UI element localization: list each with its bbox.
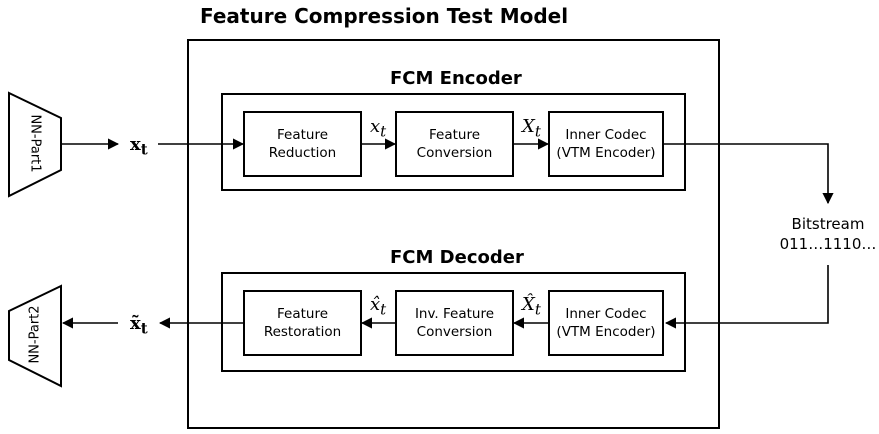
inv-conversion-line1: Inv. Feature	[414, 306, 495, 322]
converted-feature-signal: Xt	[522, 116, 541, 141]
feature-restoration-line1: Feature	[276, 306, 328, 322]
input-feature-signal: xt	[130, 134, 148, 159]
encoder-label: FCM Encoder	[390, 68, 522, 89]
output-signal-symbol: x̃	[130, 313, 141, 334]
restored-signal-symbol: x̂	[370, 294, 381, 315]
bitstream-bits: 011…1110…	[779, 235, 877, 253]
encoder-group	[221, 93, 686, 191]
feature-conversion-line2: Conversion	[416, 145, 493, 161]
arrow-codec-to-bitstream	[664, 143, 834, 205]
feature-reduction-line2: Reduction	[268, 145, 337, 161]
reduced-feature-signal: xt	[370, 116, 386, 141]
output-signal-subscript: t	[140, 319, 148, 338]
test-model-frame	[187, 39, 720, 429]
inner-codec-dec-line1: Inner Codec	[565, 306, 647, 322]
feature-reduction-line1: Feature	[276, 127, 328, 143]
input-signal-subscript: t	[140, 140, 148, 159]
inner-codec-encoder-block: Inner Codec (VTM Encoder)	[548, 111, 664, 177]
inner-codec-enc-line1: Inner Codec	[565, 127, 647, 143]
inner-codec-dec-line2: (VTM Encoder)	[556, 324, 656, 340]
output-feature-signal: x̃t	[130, 313, 148, 338]
decoder-group	[221, 272, 686, 372]
inner-codec-enc-line2: (VTM Encoder)	[556, 145, 656, 161]
restored-signal-subscript: t	[380, 300, 387, 319]
decoder-label: FCM Decoder	[390, 247, 524, 268]
nn-part2-label: NN-Part2	[27, 305, 43, 364]
converted-signal-symbol: X	[522, 116, 535, 137]
inner-codec-decoder-block: Inner Codec (VTM Encoder)	[548, 290, 664, 356]
decoded-signal-symbol: X̂	[522, 294, 535, 315]
decoded-signal-subscript: t	[534, 300, 541, 319]
input-signal-symbol: x	[130, 134, 141, 155]
feature-restoration-line2: Restoration	[263, 324, 342, 340]
nn-part1-shape	[8, 91, 62, 198]
bitstream-title: Bitstream	[791, 215, 865, 233]
restored-feature-signal: x̂t	[370, 294, 386, 319]
converted-signal-subscript: t	[534, 122, 541, 141]
arrow-bitstream-to-codec	[664, 265, 829, 329]
diagram-title: Feature Compression Test Model	[200, 4, 569, 28]
nn-part1-label: NN-Part1	[27, 114, 43, 173]
reduced-signal-symbol: x	[370, 116, 381, 137]
decoded-feature-signal: X̂t	[522, 294, 541, 319]
reduced-signal-subscript: t	[380, 122, 387, 141]
nn-part2-shape	[8, 284, 62, 388]
bitstream-label: Bitstream 011…1110…	[773, 214, 879, 254]
feature-conversion-line1: Feature	[428, 127, 480, 143]
inv-conversion-line2: Conversion	[416, 324, 493, 340]
